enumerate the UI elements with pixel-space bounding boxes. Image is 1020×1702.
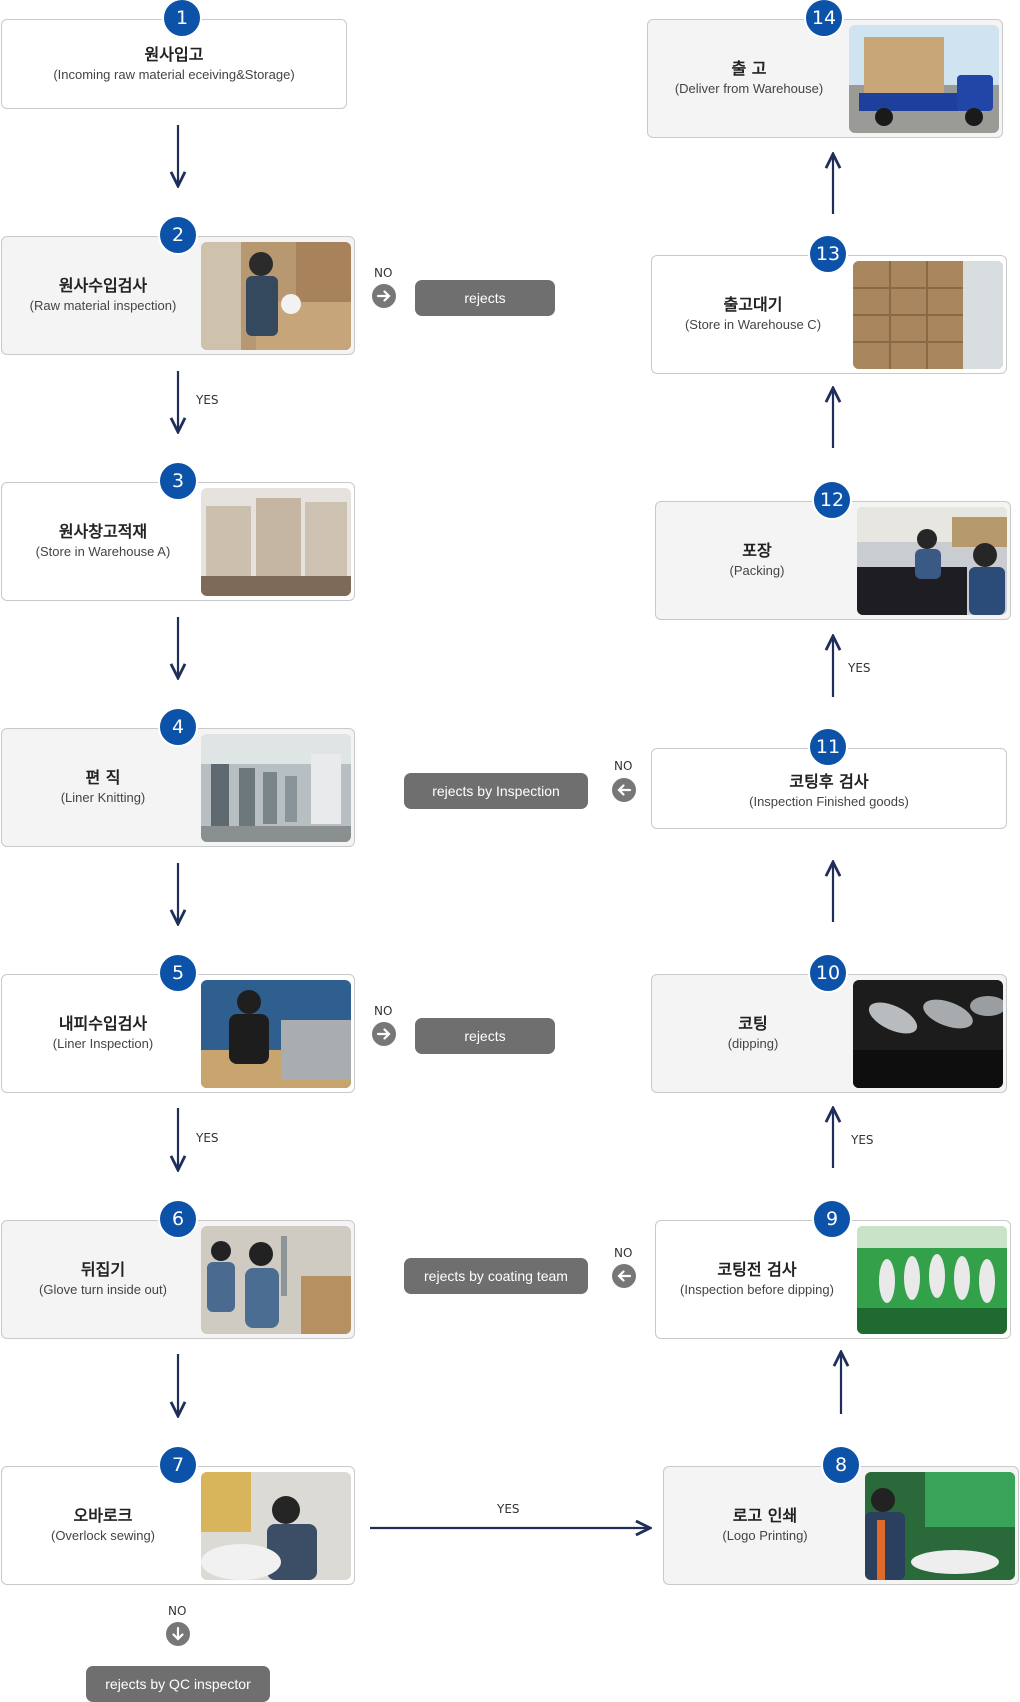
logo-printing-photo (865, 1472, 1015, 1580)
delivery-truck-photo (849, 25, 999, 133)
worker-inspecting-yarn-photo (201, 242, 351, 350)
step-title-ko: 원사창고적재 (58, 522, 148, 541)
dipping-photo (853, 980, 1003, 1088)
step-number-badge: 5 (158, 953, 198, 993)
step-title-en: (Incoming raw material eceiving&Storage) (53, 66, 295, 82)
step-number-badge: 4 (158, 707, 198, 747)
step-title-en: (Overlock sewing) (50, 1528, 156, 1543)
arrow-right-icon (372, 1022, 396, 1046)
step-title-ko: 편 직 (85, 768, 121, 787)
rejects-pill-step9: rejects by coating team (404, 1258, 588, 1294)
step-title-ko: 뒤집기 (80, 1260, 126, 1279)
step-number-badge: 1 (162, 0, 202, 38)
liner-inspection-photo (201, 980, 351, 1088)
step-number-badge: 9 (812, 1199, 852, 1239)
step-title-ko: 원사입고 (144, 44, 204, 64)
step-title-ko: 포장 (742, 541, 772, 560)
yes-label-2: YES (196, 393, 219, 407)
step-title-ko: 원사수입검사 (58, 276, 148, 295)
yes-label-7: YES (497, 1502, 520, 1516)
arrow-right-icon (372, 284, 396, 308)
step-number-badge: 10 (808, 953, 848, 993)
step-number-badge: 13 (808, 234, 848, 274)
arrow-down-icon (166, 1622, 190, 1646)
warehouse-boxes-photo (853, 261, 1003, 369)
step-number-badge: 11 (808, 727, 848, 767)
rejects-pill-step7: rejects by QC inspector (86, 1666, 270, 1702)
rejects-pill-step2: rejects (415, 280, 555, 316)
step-title-ko: 로고 인쇄 (732, 1506, 798, 1525)
step-title-ko: 코팅전 검사 (717, 1260, 797, 1279)
rejects-pill-step11: rejects by Inspection (404, 773, 588, 809)
step-number-badge: 3 (158, 461, 198, 501)
step-title-ko: 출고대기 (723, 295, 783, 314)
yes-label-5: YES (196, 1131, 219, 1145)
step-title-en: (Packing) (729, 563, 785, 578)
step-number-badge: 12 (812, 480, 852, 520)
yes-label-9: YES (851, 1133, 874, 1147)
step-1-box: 원사입고 (Incoming raw material eceiving&Sto… (1, 19, 347, 109)
step-title-en: (Store in Warehouse A) (35, 544, 171, 559)
packing-photo (857, 507, 1007, 615)
step-title-en: (Liner Inspection) (52, 1036, 154, 1051)
step-number-badge: 8 (821, 1445, 861, 1485)
arrow-left-icon (612, 778, 636, 802)
knitting-machines-photo (201, 734, 351, 842)
warehouse-pallets-photo (201, 488, 351, 596)
arrow-left-icon (612, 1264, 636, 1288)
step-title-ko: 내피수입검사 (58, 1014, 148, 1033)
no-label-7: NO (168, 1604, 187, 1618)
step-title-en: (Liner Knitting) (60, 790, 146, 805)
no-label-11: NO (614, 759, 633, 773)
no-label-2: NO (374, 266, 393, 280)
glove-turning-photo (201, 1226, 351, 1334)
overlock-sewing-photo (201, 1472, 351, 1580)
step-title-ko: 출 고 (731, 59, 767, 78)
step-number-badge: 7 (158, 1445, 198, 1485)
step-title-ko: 오바로크 (73, 1506, 133, 1525)
no-label-5: NO (374, 1004, 393, 1018)
step-number-badge: 6 (158, 1199, 198, 1239)
step-title-en: (Inspection before dipping) (680, 1282, 834, 1297)
step-title-en: (Deliver from Warehouse) (674, 81, 824, 96)
step-title-en: (Store in Warehouse C) (684, 317, 822, 332)
step-title-en: (Glove turn inside out) (39, 1282, 167, 1297)
step-title-en: (Raw material inspection) (29, 298, 177, 313)
yes-label-11: YES (848, 661, 871, 675)
rejects-pill-step5: rejects (415, 1018, 555, 1054)
no-label-9: NO (614, 1246, 633, 1260)
step-title-en: (Logo Printing) (722, 1528, 808, 1543)
step-title-en: (dipping) (727, 1036, 779, 1051)
step-title-ko: 코팅 (738, 1014, 768, 1033)
step-title-en: (Inspection Finished goods) (749, 794, 909, 809)
step-number-badge: 14 (804, 0, 844, 38)
inspection-before-dipping-photo (857, 1226, 1007, 1334)
step-title-ko: 코팅후 검사 (789, 772, 869, 791)
step-number-badge: 2 (158, 215, 198, 255)
